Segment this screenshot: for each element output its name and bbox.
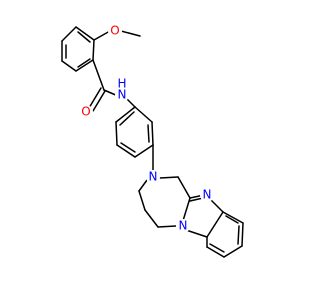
label-mask bbox=[79, 105, 93, 119]
bond bbox=[125, 97, 136, 108]
bond bbox=[206, 211, 224, 238]
bond bbox=[61, 60, 77, 72]
bond bbox=[92, 90, 106, 112]
imidazole-bridge-nitrogen-label: N bbox=[179, 219, 188, 233]
bond bbox=[138, 190, 146, 211]
bond bbox=[134, 144, 154, 158]
atom-label-layer: O O N H N N N bbox=[79, 24, 214, 233]
chemical-structure: O O N H N N N bbox=[61, 24, 244, 258]
bond bbox=[144, 209, 159, 228]
carbonyl-oxygen-label: O bbox=[81, 105, 90, 119]
amide-nitrogen-label: N bbox=[118, 88, 127, 102]
bond bbox=[138, 179, 148, 192]
bond bbox=[75, 59, 94, 72]
bond bbox=[120, 30, 141, 37]
bond bbox=[237, 225, 240, 245]
bond bbox=[185, 229, 208, 238]
bond bbox=[206, 246, 225, 258]
bond bbox=[209, 198, 224, 213]
bond bbox=[157, 225, 177, 228]
bond bbox=[77, 31, 91, 43]
bond bbox=[115, 106, 136, 123]
bond bbox=[92, 39, 95, 61]
bond bbox=[120, 142, 136, 153]
label-mask bbox=[115, 88, 129, 102]
bond bbox=[92, 59, 105, 91]
bond bbox=[93, 30, 111, 41]
label-mask bbox=[108, 24, 122, 38]
methoxy-oxygen-label: O bbox=[110, 24, 119, 38]
label-mask bbox=[176, 219, 190, 233]
bond bbox=[119, 111, 135, 126]
bond bbox=[223, 245, 243, 258]
bond bbox=[222, 211, 244, 224]
bond bbox=[177, 176, 191, 199]
imidazole-imine-nitrogen-label: N bbox=[203, 188, 212, 202]
bond bbox=[77, 58, 91, 68]
bond bbox=[116, 144, 136, 158]
bond bbox=[61, 26, 77, 42]
label-mask bbox=[200, 188, 214, 202]
bond bbox=[159, 176, 179, 179]
label-mask bbox=[146, 170, 160, 184]
bond bbox=[225, 215, 239, 224]
diazepine-nitrogen-label: N bbox=[149, 170, 158, 184]
bond bbox=[189, 197, 204, 202]
bond-layer bbox=[61, 26, 244, 258]
bond bbox=[88, 87, 102, 109]
structure-canvas: O O N H N N N bbox=[61, 23, 244, 258]
bond bbox=[134, 106, 153, 123]
bond bbox=[75, 26, 95, 41]
bond bbox=[241, 222, 244, 247]
bond bbox=[151, 121, 154, 146]
bond bbox=[209, 243, 225, 253]
bond bbox=[147, 124, 150, 143]
amide-hydrogen-label: H bbox=[117, 77, 126, 91]
bond bbox=[115, 121, 118, 146]
